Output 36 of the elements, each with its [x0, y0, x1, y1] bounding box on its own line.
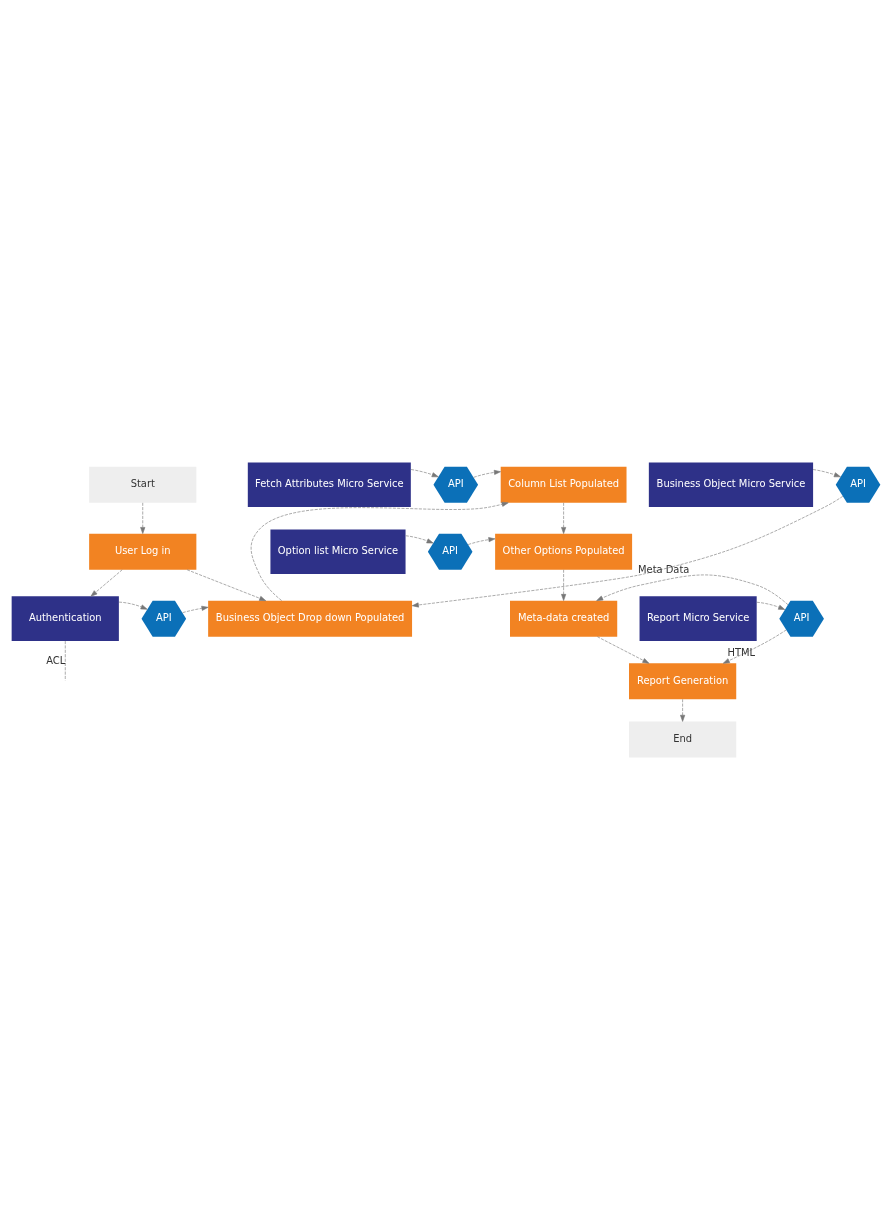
- node-box: Fetch Attributes Micro Service: [247, 462, 411, 508]
- node-box: Start: [88, 466, 196, 503]
- arrow: [472, 469, 501, 478]
- node-box: Meta-data created: [509, 600, 617, 637]
- arrow: [467, 537, 495, 545]
- edge-label: HTML: [726, 646, 755, 658]
- arrow: [411, 496, 843, 608]
- edge-label: ACL: [45, 654, 65, 666]
- edge-label: Meta Data: [637, 563, 689, 575]
- arrow: [679, 699, 685, 722]
- arrow: [560, 502, 566, 534]
- arrow: [410, 469, 439, 478]
- arrow: [90, 569, 122, 597]
- node-box: Business Object Drop down Populated: [207, 600, 412, 637]
- node-box: Authentication: [11, 596, 119, 641]
- node-box: Option list Micro Service: [269, 529, 406, 575]
- arrow: [595, 574, 788, 605]
- arrow: [139, 502, 145, 534]
- arrow: [118, 601, 147, 610]
- node-box: User Log in: [88, 533, 196, 570]
- node-box: Report Micro Service: [639, 596, 757, 641]
- arrow: [181, 605, 208, 613]
- node-box: Report Generation: [628, 663, 736, 700]
- arrow: [560, 569, 566, 601]
- node-box: End: [628, 721, 736, 758]
- node-box: Business Object Micro Service: [648, 462, 813, 508]
- connector: [64, 640, 66, 681]
- arrow: [596, 636, 649, 664]
- arrow: [722, 629, 787, 664]
- arrow: [812, 469, 841, 478]
- arrow: [186, 569, 266, 601]
- node-box: Other Options Populated: [494, 533, 632, 570]
- arrow: [404, 535, 433, 544]
- node-box: Column List Populated: [500, 466, 627, 503]
- arrow: [250, 501, 509, 601]
- arrow: [755, 601, 785, 610]
